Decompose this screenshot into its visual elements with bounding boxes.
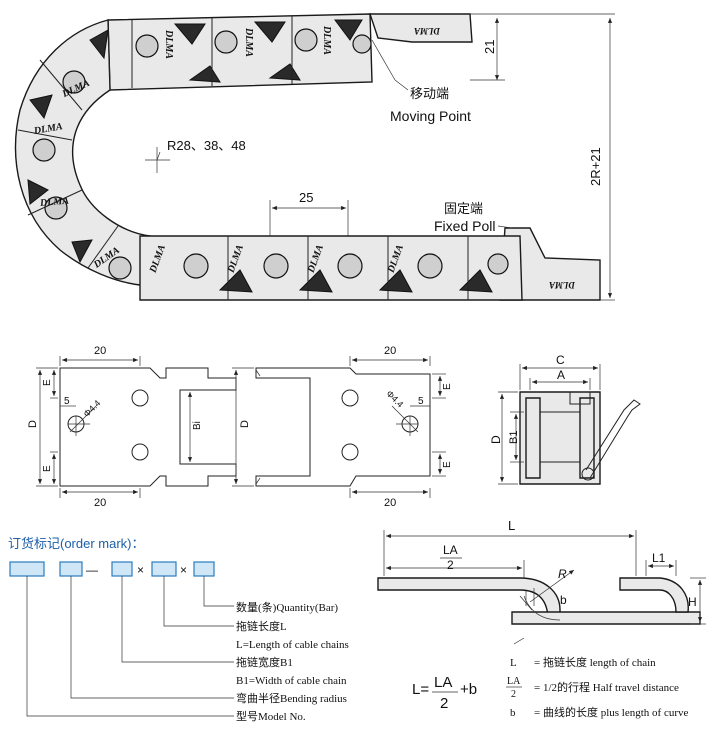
order-times-2: × [180, 563, 187, 577]
order-dash: — [86, 563, 98, 577]
link-view-right [232, 356, 446, 498]
moving-end-bracket [369, 13, 473, 43]
e-top-left: E [42, 379, 53, 386]
legend-l-sym: L [510, 657, 517, 669]
order-item-quantity: 数量(条)Quantity(Bar) [236, 600, 338, 614]
travel-b: b [560, 593, 567, 607]
legend-b-text: = 曲线的长度 plus length of curve [534, 705, 688, 719]
legend-la-den: 2 [511, 689, 516, 700]
dim-a-label: A [557, 368, 565, 382]
dim-20-top-left: 20 [94, 345, 106, 357]
code-box-model [9, 561, 45, 577]
code-box-length [151, 561, 177, 577]
order-mark-title: 订货标记(order mark)： [8, 536, 145, 551]
e-bottom-left: E [42, 465, 53, 472]
link-view-left [36, 356, 237, 498]
formula-two: 2 [440, 695, 448, 712]
travel-h: H [688, 595, 697, 609]
travel-l: L [508, 518, 515, 533]
code-box-radius [59, 561, 83, 577]
fixed-end-en: Fixed Poll [434, 218, 495, 234]
d-left: D [27, 420, 39, 428]
dim-20-top-right: 20 [384, 345, 396, 357]
order-item-model: 型号Model No. [236, 709, 306, 723]
dim-25-label: 25 [299, 190, 313, 205]
travel-diagram [377, 530, 706, 645]
chain-bottom-row [139, 235, 523, 301]
order-item-width-cn: 拖链宽度B1 [236, 655, 293, 669]
order-item-length-cn: 拖链长度L [236, 619, 287, 633]
dim-2r-label: 2R+21 [588, 147, 603, 186]
brand-mark: DLMA [163, 29, 174, 59]
e-top-right: E [442, 383, 453, 390]
order-item-width-en: B1=Width of cable chain [236, 675, 347, 687]
bi-label: Bi [192, 421, 203, 430]
formula-la: LA [434, 674, 452, 691]
top-dimensions [145, 13, 615, 301]
brand-mark: DLMA [32, 121, 64, 137]
dim-21-label: 21 [482, 40, 497, 54]
moving-point-cn: 移动端 [410, 86, 449, 101]
travel-r: R [558, 567, 567, 581]
dim-5-left: 5 [64, 396, 70, 407]
code-box-quantity [193, 561, 215, 577]
e-bottom-right: E [442, 461, 453, 468]
brand-mark: DLMA [549, 280, 576, 290]
phi-right: Φ4.4 [384, 388, 405, 409]
dim-20-bottom-right: 20 [384, 497, 396, 509]
chain-assembly: DLMA DLMA DLMA DLMA DLMA DLMA DLMA DLMA … [14, 13, 615, 301]
legend-b-sym: b [510, 707, 516, 719]
brand-mark: DLMA [39, 196, 70, 210]
dim-d-section: D [489, 435, 503, 444]
order-times-1: × [137, 563, 144, 577]
d-right: D [239, 420, 251, 428]
travel-l1: L1 [652, 551, 666, 565]
radius-label: R28、38、48 [167, 138, 246, 153]
dim-b1-section: B1 [508, 431, 520, 444]
chain-top-row [107, 13, 373, 91]
brand-mark: DLMA [321, 25, 332, 55]
order-code-boxes [9, 561, 234, 717]
chain-bend [14, 19, 151, 286]
order-item-radius: 弯曲半径Bending radius [236, 691, 347, 705]
formula-right: +b [460, 681, 477, 698]
brand-mark: DLMA [414, 26, 441, 36]
legend-la-sym: LA [507, 676, 521, 687]
dim-20-bottom-left: 20 [94, 497, 106, 509]
fixed-end-cn: 固定端 [444, 201, 483, 216]
cross-section-view [498, 364, 641, 485]
dim-5-right: 5 [418, 396, 424, 407]
code-box-width [111, 561, 133, 577]
brand-mark: DLMA [243, 27, 254, 57]
order-item-length-en: L=Length of cable chains [236, 639, 349, 651]
phi-left: Φ4.4 [82, 398, 103, 419]
travel-la: LA [443, 543, 458, 557]
formula-left: L= [412, 681, 429, 698]
travel-la-denominator: 2 [447, 558, 454, 572]
legend-la-text: = 1/2的行程 Half travel distance [534, 680, 679, 694]
legend-l-text: = 拖链长度 length of chain [534, 655, 656, 669]
dim-c-label: C [556, 353, 565, 367]
moving-point-en: Moving Point [390, 108, 471, 124]
